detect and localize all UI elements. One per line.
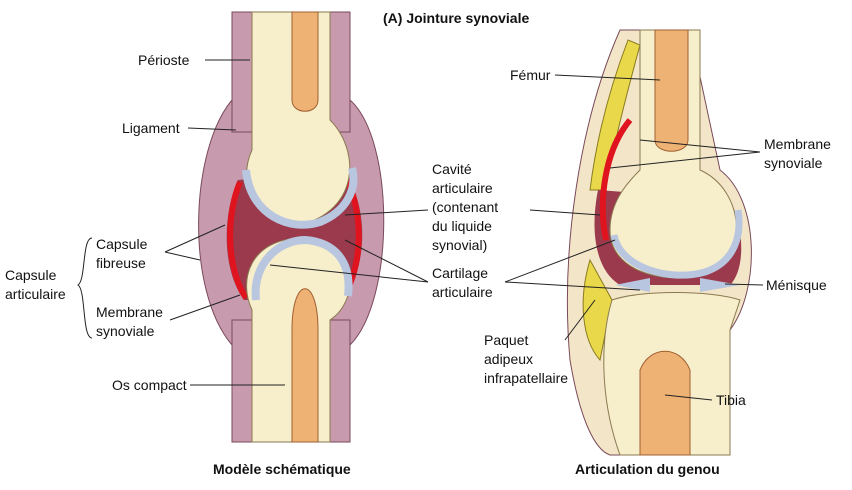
leader-lines [164, 59, 764, 401]
knee-joint [566, 29, 752, 456]
schematic-joint [198, 11, 385, 443]
label-os-compact: Os compact [112, 377, 187, 393]
figure-title: (A) Jointure synoviale [383, 10, 530, 26]
synovial-membrane [227, 180, 249, 300]
lower-cartilage [251, 235, 353, 301]
tibia-marrow [639, 350, 691, 456]
label-ligament: Ligament [122, 120, 180, 136]
femur-cartilage [610, 209, 743, 279]
lower-marrow [291, 288, 319, 443]
upper-cartilage [242, 166, 358, 229]
caption-right: Articulation du genou [575, 461, 720, 477]
caption-left: Modèle schématique [213, 461, 351, 477]
knee-synovial-membrane [599, 118, 633, 241]
meniscus [615, 278, 740, 292]
capsule-brace [77, 237, 93, 339]
femur-marrow [654, 29, 689, 152]
label-perioste: Périoste [138, 52, 190, 68]
label-menisque: Ménisque [766, 277, 827, 293]
label-femur: Fémur [510, 67, 551, 83]
upper-marrow [291, 11, 319, 112]
label-tibia: Tibia [716, 392, 746, 408]
